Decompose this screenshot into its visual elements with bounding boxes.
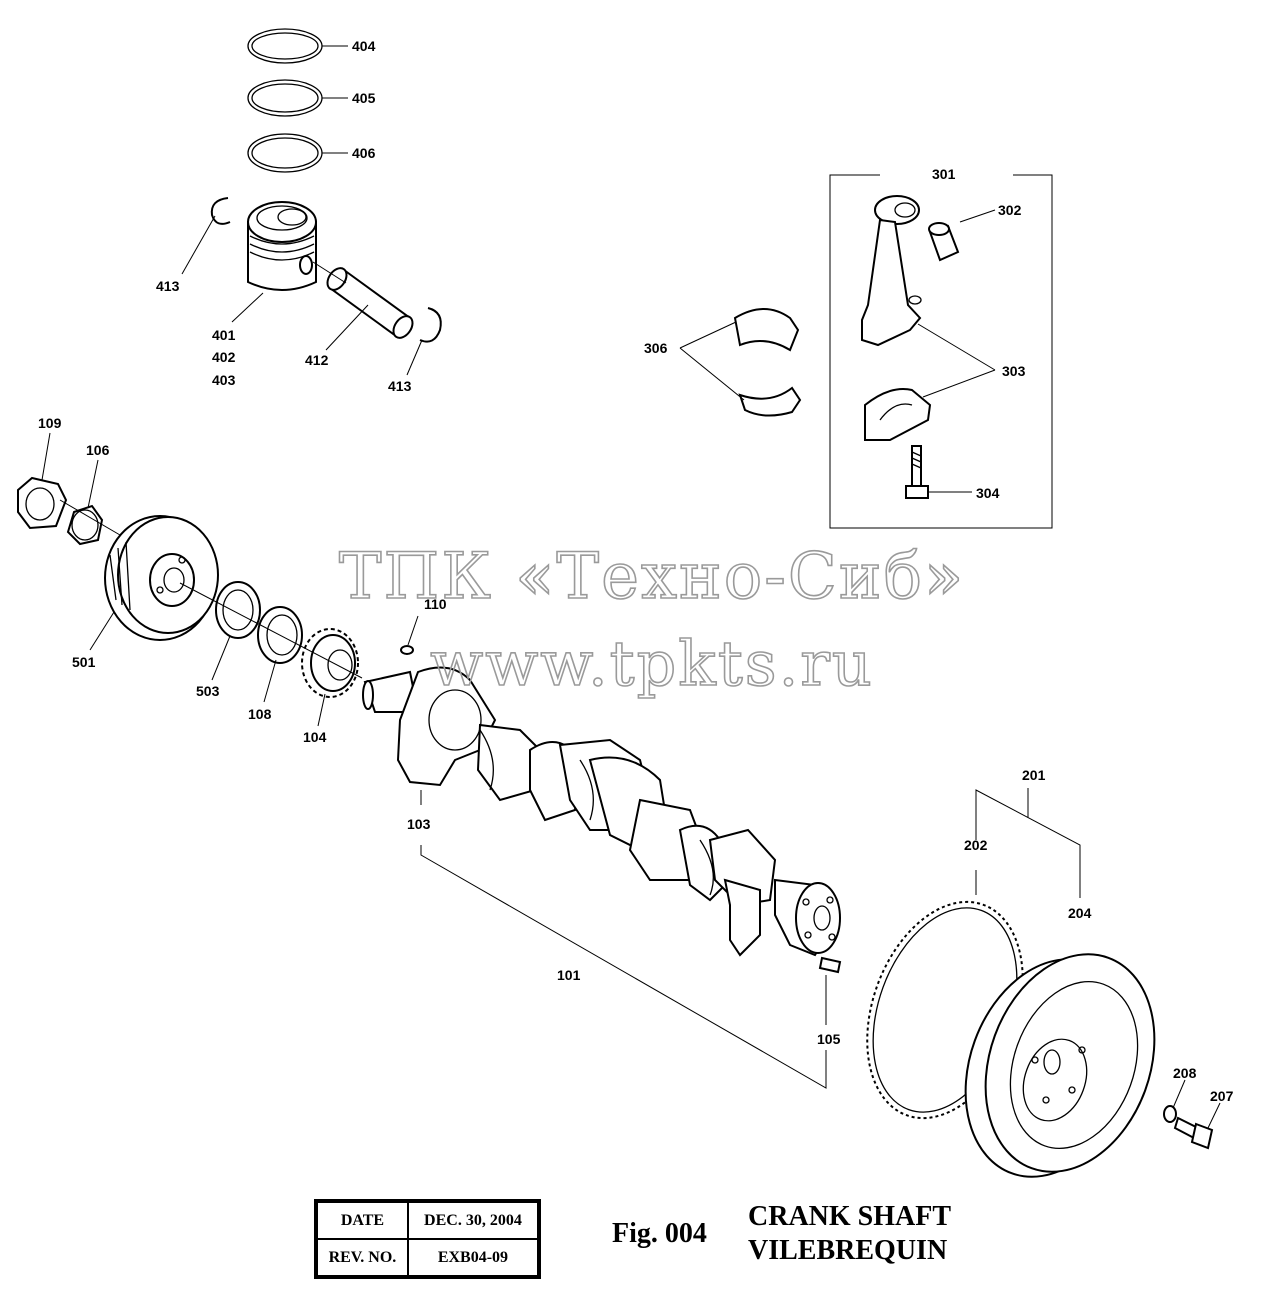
label-109: 109 bbox=[38, 415, 62, 431]
bushing-106 bbox=[66, 504, 104, 546]
label-501: 501 bbox=[72, 654, 96, 670]
dowel-pin-105 bbox=[818, 956, 842, 974]
label-202: 202 bbox=[964, 837, 988, 853]
label-207: 207 bbox=[1210, 1088, 1234, 1104]
label-101: 101 bbox=[557, 967, 581, 983]
rev-label: REV. NO. bbox=[316, 1238, 409, 1277]
piston-ring-404 bbox=[247, 28, 323, 64]
bearing-shell-lower-306 bbox=[738, 386, 802, 417]
figure-title-en: CRANK SHAFT bbox=[748, 1201, 952, 1232]
flywheel-204 bbox=[964, 953, 1156, 1178]
circlip-413-left bbox=[210, 197, 231, 225]
watermark-url: www.tpkts.ru bbox=[430, 627, 874, 700]
connecting-rod bbox=[861, 195, 922, 347]
label-404: 404 bbox=[352, 38, 376, 54]
piston-ring-405 bbox=[247, 79, 323, 117]
label-106: 106 bbox=[86, 442, 110, 458]
watermark-company: ТПК «Техно-Сиб» bbox=[339, 540, 965, 614]
label-105: 105 bbox=[817, 1031, 841, 1047]
label-110: 110 bbox=[424, 596, 447, 612]
pulley-501 bbox=[104, 515, 219, 641]
title-block: DATE DEC. 30, 2004 REV. NO. EXB04-09 bbox=[314, 1199, 541, 1279]
bolt-207 bbox=[1173, 1116, 1214, 1150]
label-403: 403 bbox=[212, 372, 236, 388]
piston-ring-406 bbox=[247, 133, 323, 173]
label-301: 301 bbox=[932, 166, 956, 182]
label-402: 402 bbox=[212, 349, 236, 365]
nut-109 bbox=[17, 476, 68, 530]
label-108: 108 bbox=[248, 706, 272, 722]
piston bbox=[247, 201, 317, 291]
label-405: 405 bbox=[352, 90, 376, 106]
label-208: 208 bbox=[1173, 1065, 1197, 1081]
rod-bolt-304 bbox=[905, 445, 929, 499]
bearing-shell-upper-306 bbox=[733, 308, 800, 352]
label-413-right: 413 bbox=[388, 378, 412, 394]
crankshaft-101 bbox=[362, 666, 841, 957]
label-406: 406 bbox=[352, 145, 376, 161]
rod-cap-303 bbox=[864, 388, 932, 441]
crank-gear-104 bbox=[301, 628, 359, 698]
figure-title-fr: VILEBREQUIN bbox=[748, 1235, 948, 1266]
label-303: 303 bbox=[1002, 363, 1026, 379]
label-204: 204 bbox=[1068, 905, 1092, 921]
circlip-413-right bbox=[419, 307, 442, 343]
label-103: 103 bbox=[407, 816, 431, 832]
label-413-left: 413 bbox=[156, 278, 180, 294]
figure-number: Fig. 004 bbox=[612, 1218, 707, 1249]
rev-value: EXB04-09 bbox=[406, 1238, 540, 1277]
date-label: DATE bbox=[316, 1201, 409, 1240]
label-302: 302 bbox=[998, 202, 1022, 218]
key-110 bbox=[400, 645, 414, 655]
label-104: 104 bbox=[303, 729, 327, 745]
label-401: 401 bbox=[212, 327, 236, 343]
label-306: 306 bbox=[644, 340, 668, 356]
thrust-washer-503 bbox=[215, 581, 261, 639]
connecting-rod-box bbox=[829, 174, 1053, 529]
label-304: 304 bbox=[976, 485, 1000, 501]
date-value: DEC. 30, 2004 bbox=[406, 1201, 540, 1240]
figure-title: CRANK SHAFT VILEBREQUIN bbox=[748, 1200, 951, 1268]
label-412: 412 bbox=[305, 352, 329, 368]
rod-bushing-302 bbox=[928, 222, 960, 262]
washer-208 bbox=[1163, 1105, 1177, 1123]
label-503: 503 bbox=[196, 683, 220, 699]
piston-pin-412 bbox=[326, 267, 414, 339]
label-201: 201 bbox=[1022, 767, 1046, 783]
